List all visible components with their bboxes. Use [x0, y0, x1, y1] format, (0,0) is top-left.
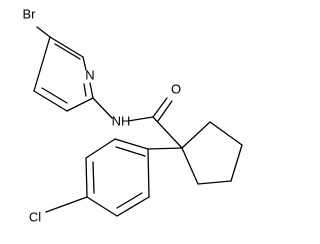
bond-c5-c6-inner: [54, 43, 81, 60]
carbonyl-oxygen-label: O: [171, 81, 181, 96]
bond-c2-nh: [92, 97, 113, 119]
bond-n1-c2-inner: [83, 83, 87, 97]
bond-ar-5-inner: [116, 192, 143, 209]
chlorine-label: Cl: [29, 209, 41, 224]
bond-ar-2: [85, 138, 116, 159]
bond-nh-carbonyl: [127, 116, 154, 122]
bond-ar-1: [114, 138, 149, 150]
bond-carbonyl-o-b: [157, 100, 173, 122]
bond-ar-1-inner: [115, 146, 146, 157]
bond-cp-3: [230, 144, 243, 182]
bonds: [33, 26, 243, 217]
bond-carbonyl-quaternary: [152, 116, 183, 149]
bond-c3-c4: [33, 90, 68, 112]
bond-ar-6: [147, 148, 150, 198]
amide-nh-label: NH: [112, 113, 131, 128]
pyridine-nitrogen-label: N: [85, 67, 94, 82]
bond-c3-c4-inner: [41, 87, 68, 104]
atom-labels: Br N O NH Cl: [23, 6, 182, 224]
bond-c5-c6: [49, 36, 84, 58]
bond-n1-c2: [89, 82, 94, 99]
bond-ar-5: [116, 196, 150, 217]
bond-cp-2: [209, 121, 243, 146]
bond-cp-4: [197, 180, 232, 185]
bond-ar-3-inner: [92, 161, 95, 194]
bond-cp-1: [181, 121, 211, 149]
bond-c2-c3: [66, 97, 94, 112]
bond-carbonyl-o-a: [152, 97, 168, 118]
bond-c4-c5: [33, 36, 51, 92]
molecule-diagram: Br N O NH Cl: [23, 6, 243, 224]
bromine-label: Br: [23, 6, 37, 21]
bond-ar-cl: [45, 196, 88, 213]
bond-cp-5: [181, 147, 199, 185]
bond-br-c5: [36, 26, 51, 38]
bond-c6-n1: [82, 56, 87, 71]
bond-quaternary-aryl: [147, 147, 183, 150]
bond-ar-3: [85, 157, 88, 198]
bond-ar-4: [86, 196, 118, 217]
